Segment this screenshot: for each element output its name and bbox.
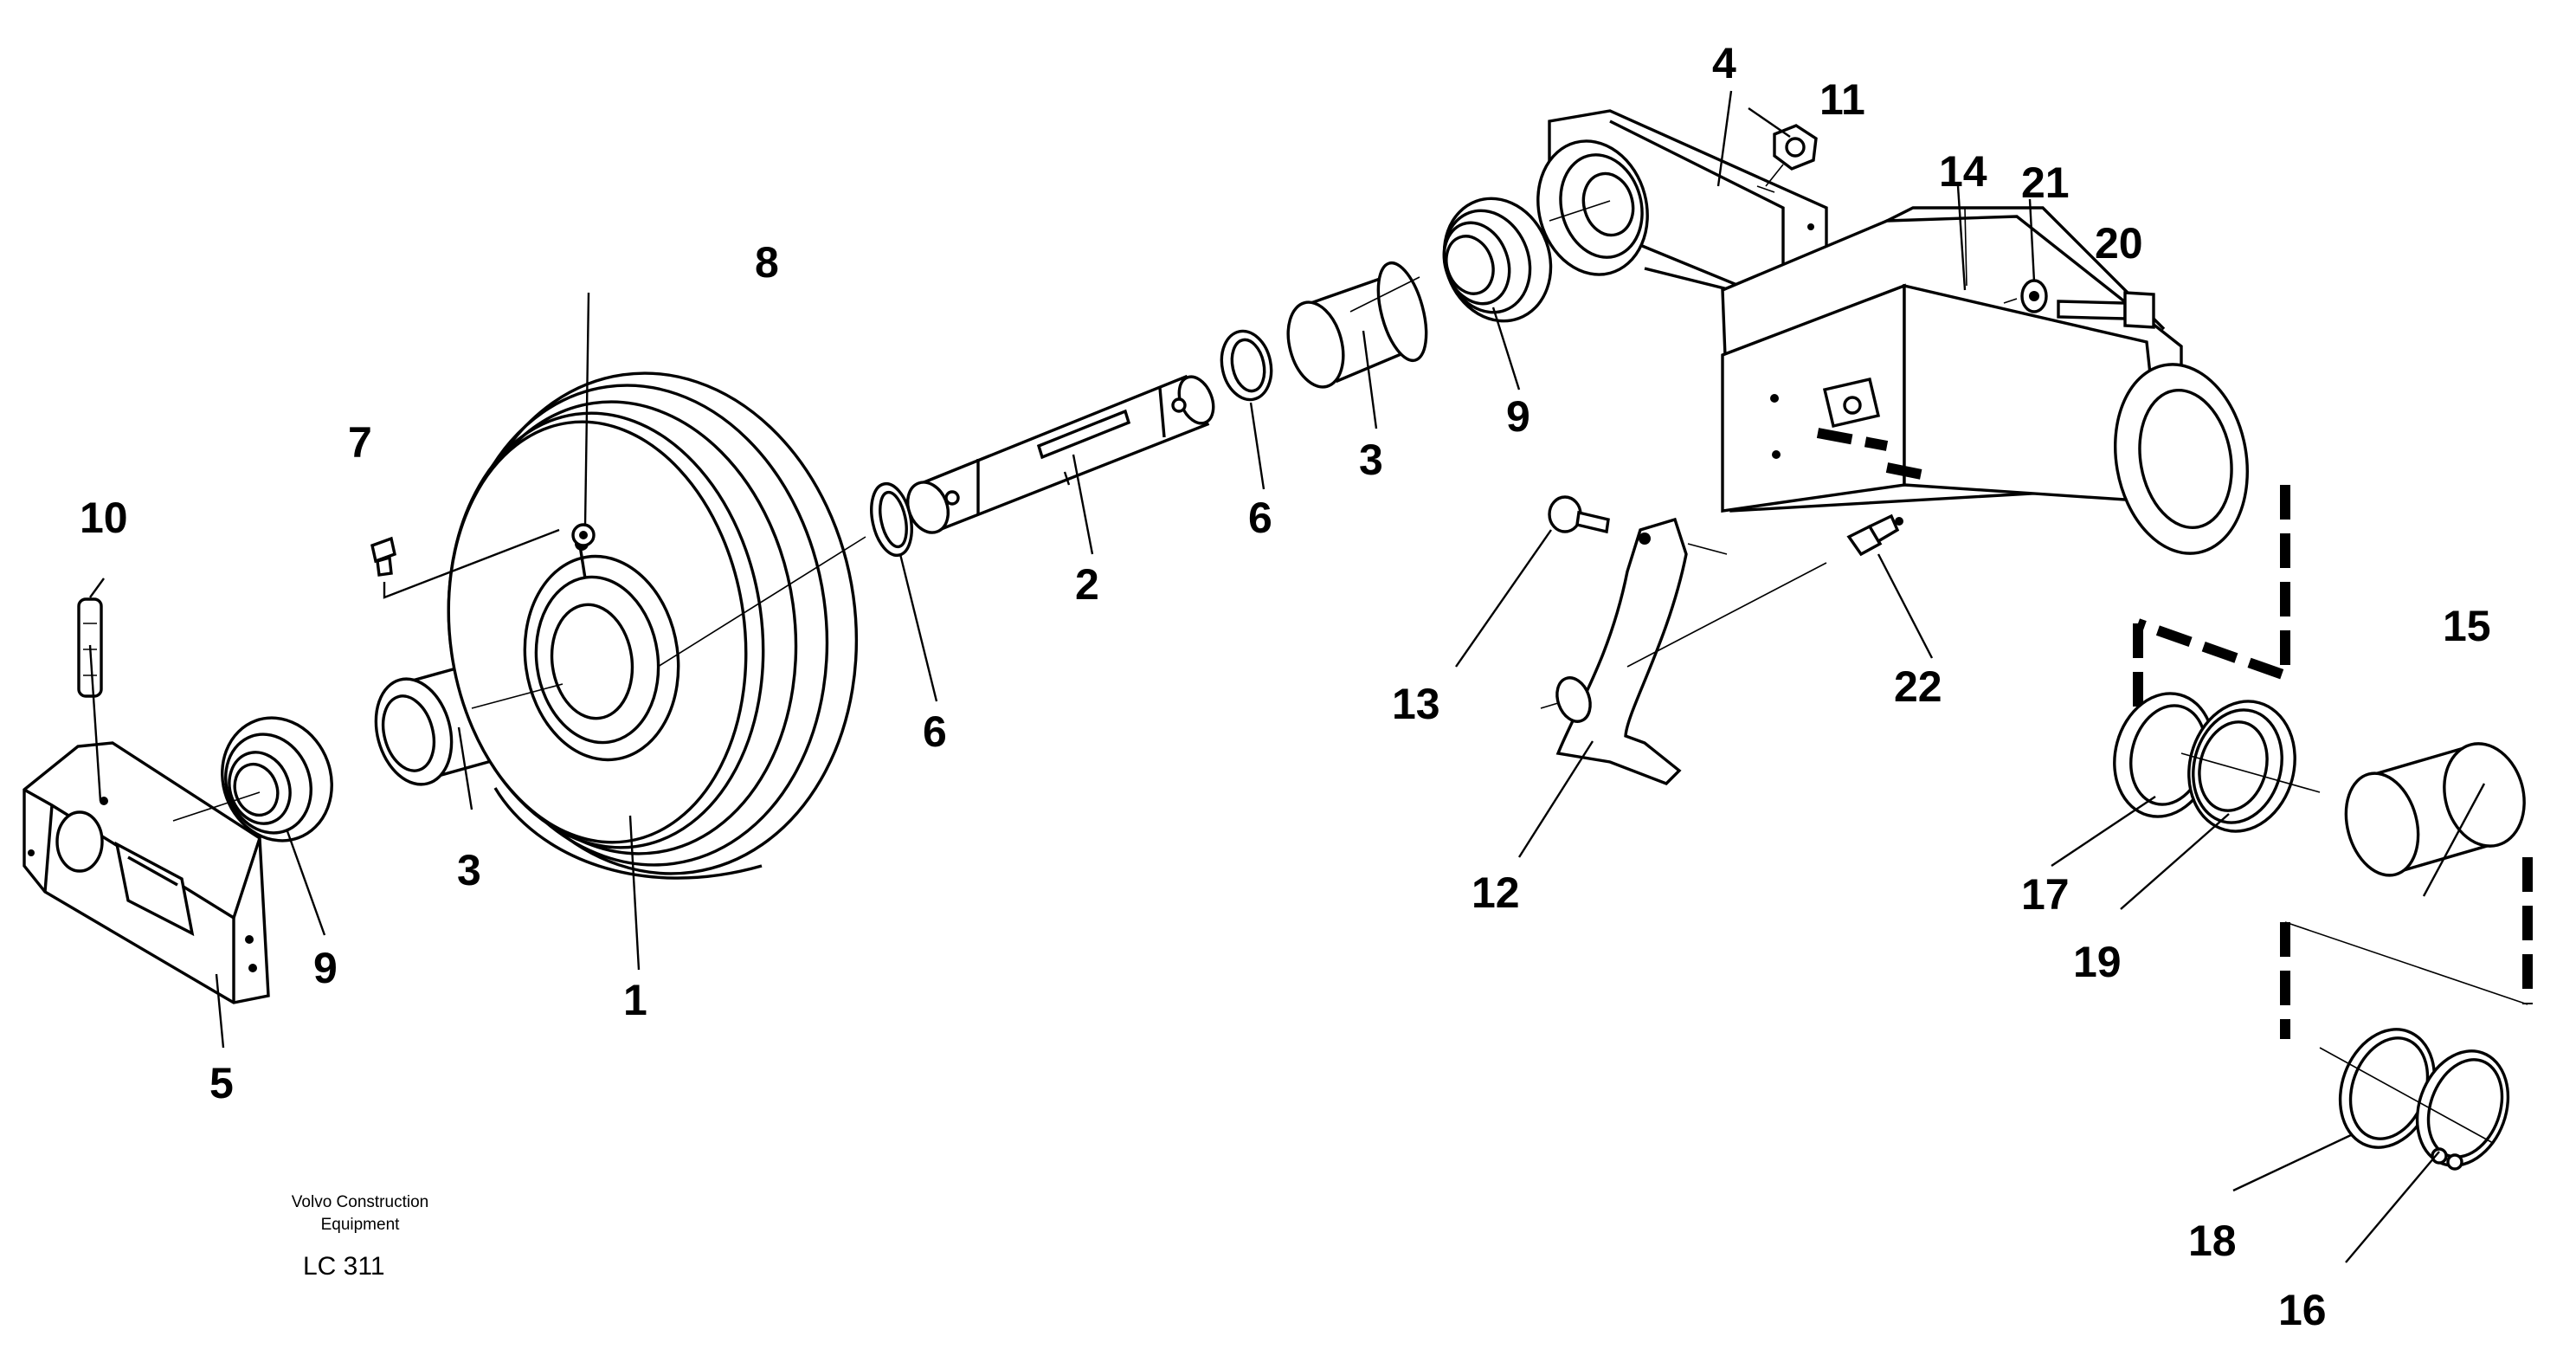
callout-4: 4 xyxy=(1712,39,1736,87)
callout-15: 15 xyxy=(2443,602,2491,650)
callout-7: 7 xyxy=(348,418,372,467)
callout-17: 17 xyxy=(2021,870,2070,919)
part-11-nut xyxy=(1765,124,1818,187)
connector-dashed-1 xyxy=(2136,485,2290,683)
callout-2: 2 xyxy=(1075,560,1099,609)
part-13-screw xyxy=(1548,495,1610,534)
callout-labels: 1 2 3 3 4 5 6 6 7 8 9 9 10 11 12 13 14 1… xyxy=(80,39,2491,1334)
callout-10: 10 xyxy=(80,494,128,542)
part-10-pin xyxy=(77,597,103,802)
part-22-grease-nipple xyxy=(1626,513,1903,668)
callout-19: 19 xyxy=(2073,938,2122,986)
part-9-seal-right xyxy=(1349,197,1553,323)
caption-block: Volvo Construction Equipment LC 311 xyxy=(292,1193,428,1281)
callout-20: 20 xyxy=(2095,219,2143,268)
part-7-screw xyxy=(370,528,560,599)
part-16-circlip xyxy=(2319,1047,2510,1171)
part-1-idler-wheel xyxy=(447,371,859,880)
callout-8: 8 xyxy=(755,238,779,287)
callout-9-right: 9 xyxy=(1506,392,1530,441)
part-6-ring-right xyxy=(1220,329,1273,402)
callout-6-right: 6 xyxy=(1248,494,1272,542)
part-8-plug xyxy=(571,523,596,547)
part-15-piston xyxy=(2344,742,2526,877)
part-3-bushing-right xyxy=(1286,261,1428,389)
callout-18: 18 xyxy=(2188,1217,2237,1265)
drawing-code: LC 311 xyxy=(303,1252,385,1281)
part-19-seal-ring xyxy=(2180,700,2321,833)
part-12-clamp xyxy=(1540,517,1728,785)
callout-5: 5 xyxy=(209,1059,234,1107)
part-20-bolt xyxy=(2057,291,2155,329)
callout-11: 11 xyxy=(1819,75,1865,124)
caption-equipment: Equipment xyxy=(321,1216,401,1234)
callout-12: 12 xyxy=(1472,868,1520,917)
callout-21: 21 xyxy=(2021,158,2070,207)
caption-company: Volvo Construction xyxy=(292,1193,428,1211)
part-9-seal-left xyxy=(221,716,333,842)
part-4-bearing-housing xyxy=(1536,109,1828,309)
part-2-shaft xyxy=(906,374,1215,534)
axis-line-left xyxy=(172,536,866,822)
callout-22: 22 xyxy=(1894,662,1942,711)
callout-1: 1 xyxy=(623,976,647,1024)
callout-3-right: 3 xyxy=(1359,436,1383,484)
part-14-tension-cylinder xyxy=(1721,206,2249,555)
part-5-bearing-housing xyxy=(23,741,270,1004)
callout-16: 16 xyxy=(2278,1286,2327,1334)
callout-6-left: 6 xyxy=(923,707,947,756)
part-21-washer xyxy=(2003,279,2048,313)
part-18-ring xyxy=(2338,1028,2437,1149)
leader-lines xyxy=(89,90,2486,1263)
callout-3-left: 3 xyxy=(457,846,481,894)
callout-13: 13 xyxy=(1392,680,1440,728)
callout-9-left: 9 xyxy=(313,944,338,992)
callout-14: 14 xyxy=(1939,147,1987,196)
part-6-ring-left xyxy=(870,481,913,558)
